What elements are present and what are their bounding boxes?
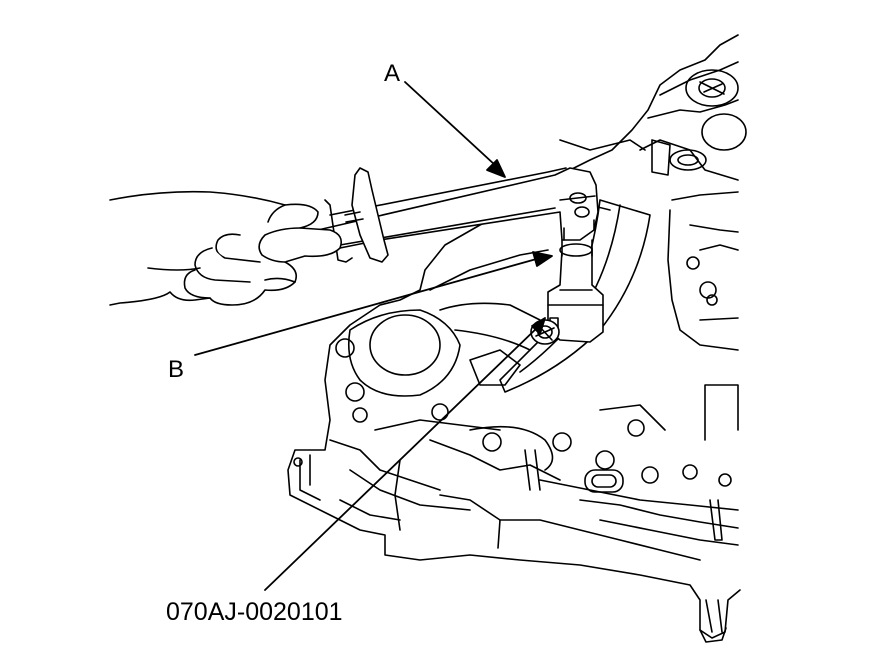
socket-icon (530, 239, 604, 345)
hand-icon (109, 190, 343, 306)
torque-wrench-icon (309, 167, 599, 263)
leader-line-part (264, 324, 541, 591)
callout-label-b: B (168, 356, 185, 383)
transmission-housing-icon (287, 34, 747, 643)
leader-lines (194, 81, 553, 591)
leader-arrow-b (532, 251, 553, 267)
tool-part-number: 070AJ-0020101 (166, 598, 343, 626)
leader-line-a (404, 81, 496, 166)
callout-label-a: A (384, 60, 401, 87)
leader-arrow-part (531, 317, 546, 335)
leader-arrow-a (486, 159, 506, 178)
leader-line-b (194, 257, 541, 356)
